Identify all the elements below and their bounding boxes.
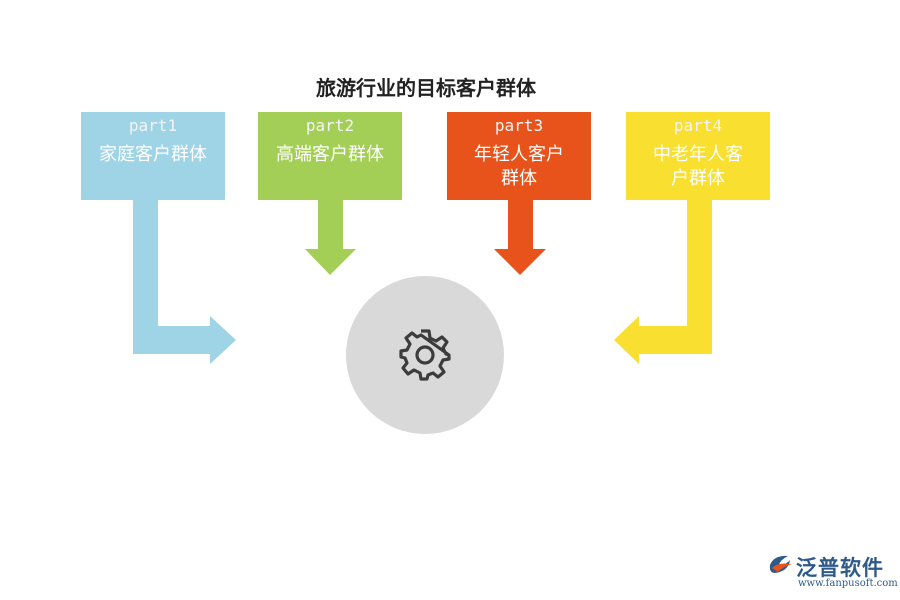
brand-logo: 泛普软件 www.fanpusoft.com xyxy=(766,552,898,592)
part2-tag: part2 xyxy=(305,116,355,135)
arrow-part2 xyxy=(305,200,356,275)
part3-label: 年轻人客户群体 xyxy=(474,144,564,189)
gear-icon xyxy=(399,329,451,381)
hub-circle xyxy=(346,276,504,434)
brand-name: 泛普软件 xyxy=(796,556,884,580)
part4-tag: part4 xyxy=(673,116,723,135)
arrow-part4 xyxy=(614,200,712,364)
part1-label: 家庭客户群体 xyxy=(99,144,207,165)
arrow-part3 xyxy=(494,200,546,275)
diagram-title: 旅游行业的目标客户群体 xyxy=(316,76,536,100)
brand-url: www.fanpusoft.com xyxy=(798,578,898,589)
card-part3: part3 年轻人客户群体 xyxy=(447,112,591,200)
fanpu-logo-icon xyxy=(769,555,792,573)
card-part1: part1 家庭客户群体 xyxy=(81,112,225,200)
part2-label: 高端客户群体 xyxy=(276,144,384,165)
part3-tag: part3 xyxy=(494,116,544,135)
card-part4: part4 中老年人客户群体 xyxy=(626,112,770,200)
arrow-part1 xyxy=(133,200,236,364)
part4-label: 中老年人客户群体 xyxy=(653,144,743,189)
part1-tag: part1 xyxy=(128,116,178,135)
card-part2: part2 高端客户群体 xyxy=(258,112,402,200)
